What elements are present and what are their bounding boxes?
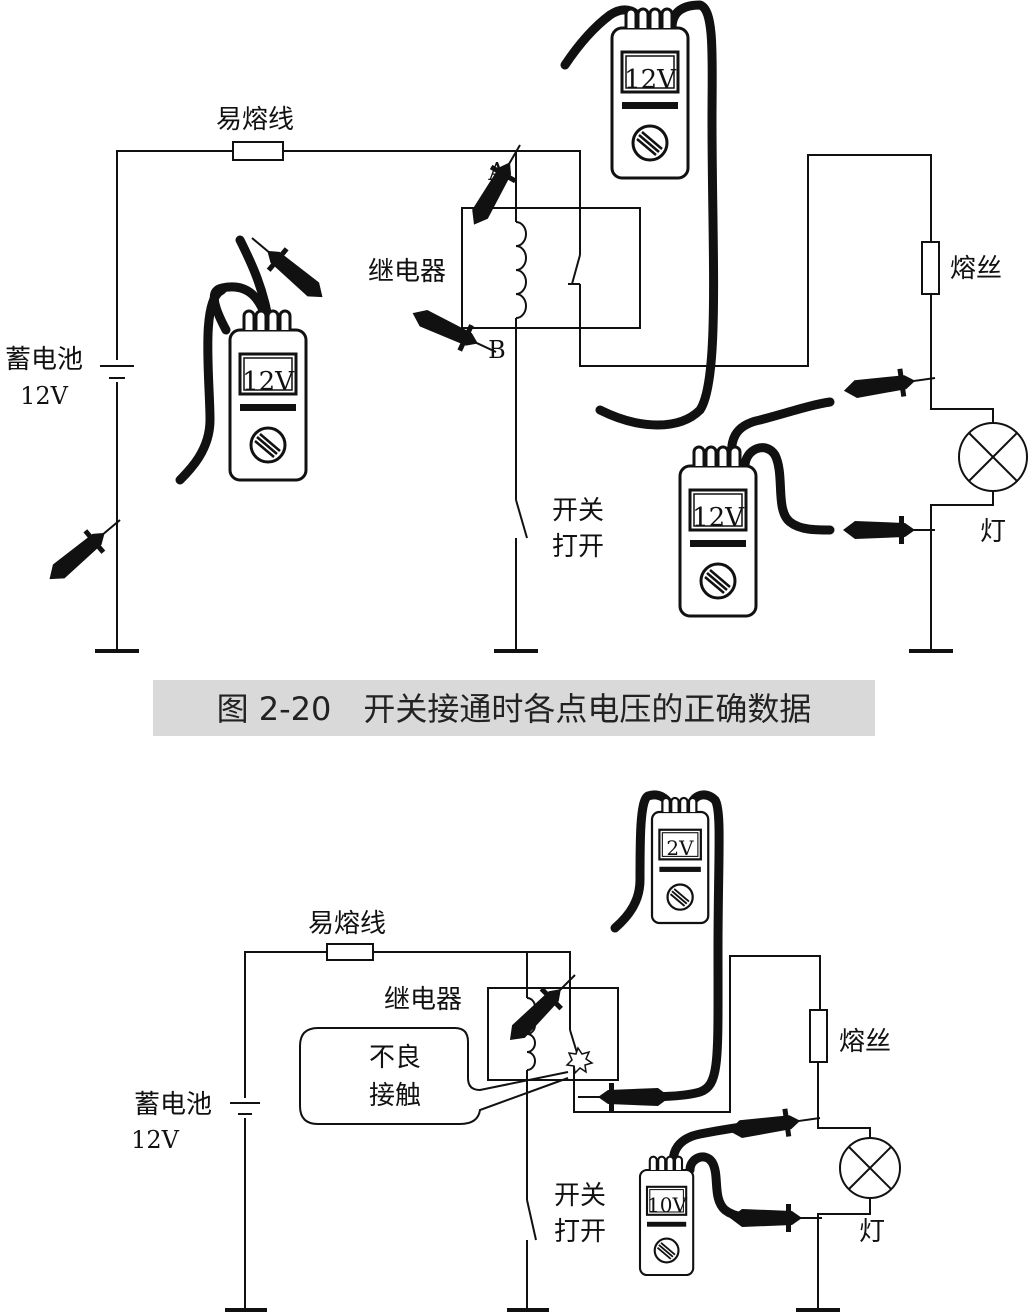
battery-symbol: [100, 360, 134, 382]
lamp-label: 灯: [980, 517, 1006, 547]
relay-label: 继电器: [368, 257, 446, 287]
fuse-wire-symbol: [326, 943, 374, 961]
bad-contact-callout: [299, 1027, 569, 1125]
battery-symbol: [230, 1098, 260, 1118]
point-b-label: B: [488, 336, 506, 364]
bad-contact-label-1: 不良: [369, 1043, 421, 1073]
spark-icon: [565, 1046, 594, 1075]
fuse-wire-label: 易熔线: [216, 105, 294, 135]
switch-label-2: 打开: [554, 1217, 606, 1247]
switch-symbol: [515, 499, 528, 539]
caption-background: [153, 680, 875, 736]
meter-top: [650, 796, 710, 925]
meter-left-reading: 12V: [242, 367, 295, 397]
battery-voltage: 12V: [20, 382, 69, 410]
switch-label-2: 打开: [552, 532, 604, 562]
meter-right-reading: 12V: [692, 503, 745, 533]
fuse-symbol: [809, 1009, 828, 1063]
relay-box: [487, 987, 619, 1081]
fuse-wire-label: 易熔线: [308, 909, 386, 939]
fuse-wire-symbol: [232, 141, 284, 161]
fuse-label: 熔丝: [950, 254, 1002, 284]
meter-bottom-reading: 10V: [647, 1193, 687, 1217]
fuse-label: 熔丝: [839, 1027, 891, 1057]
figure-caption: 图 2-20 开关接通时各点电压的正确数据: [217, 690, 812, 728]
switch-label-1: 开关: [552, 496, 604, 526]
figure-2-bad-contact: 2V 10V 易熔线 蓄电池 12V 继电器 不良 接触 熔丝 开关 打开 灯: [131, 790, 901, 1312]
meter-top-reading: 2V: [666, 836, 694, 860]
switch-symbol: [526, 1199, 537, 1241]
bad-contact-label-2: 接触: [369, 1081, 421, 1111]
meter-top-reading: 12V: [624, 65, 677, 95]
switch-label-1: 开关: [554, 1181, 606, 1211]
figure-1-correct-voltages: 12V 12V 12V 易熔线 蓄电池 12V 继电器 A B 熔丝 开关 打开…: [5, 0, 1028, 653]
wire-top: [116, 150, 581, 651]
relay-coil: [515, 221, 527, 319]
relay-box: [461, 207, 641, 329]
meter-right-lead: [727, 397, 835, 471]
battery-label: 蓄电池: [5, 345, 83, 375]
fuse-symbol: [921, 241, 940, 295]
relay-label: 继电器: [384, 985, 462, 1015]
point-a-label: A: [487, 158, 506, 186]
lamp-label: 灯: [859, 1217, 885, 1247]
battery-voltage: 12V: [131, 1126, 180, 1154]
battery-label: 蓄电池: [134, 1090, 212, 1120]
lamp-symbol: [839, 1137, 901, 1199]
meter-top-lead: [610, 790, 676, 933]
lamp-symbol: [958, 422, 1028, 492]
